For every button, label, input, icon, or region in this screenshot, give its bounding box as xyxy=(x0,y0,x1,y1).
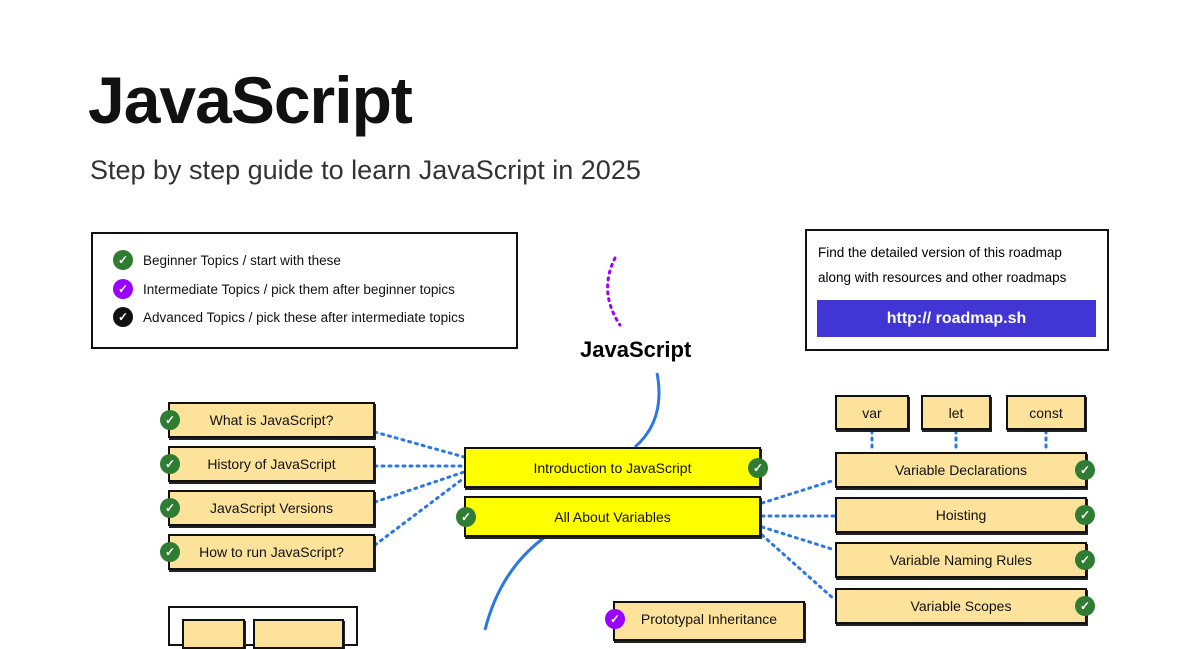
node-label: All About Variables xyxy=(554,508,671,525)
legend-box: ✓ Beginner Topics / start with these ✓ Int… xyxy=(91,232,518,349)
node-prototypal-inheritance[interactable]: ✓ Prototypal Inheritance xyxy=(605,601,805,641)
node-label: var xyxy=(862,404,882,421)
check-icon: ✓ xyxy=(160,498,180,518)
node-how-to-run[interactable]: ✓ How to run JavaScript? xyxy=(160,534,375,570)
node-partial[interactable] xyxy=(253,619,344,649)
node-variable-scopes[interactable]: Variable Scopes ✓ xyxy=(835,588,1095,624)
node-naming-rules[interactable]: Variable Naming Rules ✓ xyxy=(835,542,1095,578)
node-label: What is JavaScript? xyxy=(209,412,334,428)
node-label: Variable Declarations xyxy=(894,462,1028,478)
legend-advanced: ✓ Advanced Topics / pick these after inte… xyxy=(113,307,465,327)
roadmap-link-button[interactable]: http:// roadmap.sh xyxy=(817,300,1096,337)
legend-intermediate: ✓ Intermediate Topics / pick them after b… xyxy=(113,279,455,299)
node-label: const xyxy=(1029,404,1063,421)
check-icon: ✓ xyxy=(160,454,180,474)
node-partial[interactable] xyxy=(182,619,245,649)
page-subtitle: Step by step guide to learn JavaScript i… xyxy=(90,155,641,185)
node-what-is-javascript[interactable]: ✓ What is JavaScript? xyxy=(160,402,375,438)
node-label: Introduction to JavaScript xyxy=(533,459,692,476)
node-let[interactable]: let xyxy=(921,395,991,430)
check-icon: ✓ xyxy=(160,410,180,430)
check-icon: ✓ xyxy=(1075,596,1095,616)
check-icon: ✓ xyxy=(113,279,133,299)
legend-label: Advanced Topics / pick these after inter… xyxy=(143,309,465,325)
node-all-about-variables[interactable]: ✓ All About Variables xyxy=(456,496,761,537)
group-box xyxy=(168,606,358,649)
node-label: How to run JavaScript? xyxy=(199,544,344,560)
connectors xyxy=(373,256,1048,630)
node-label: Prototypal Inheritance xyxy=(640,611,778,627)
check-icon: ✓ xyxy=(748,457,768,478)
check-icon: ✓ xyxy=(1075,505,1095,525)
check-icon: ✓ xyxy=(160,542,180,562)
check-icon: ✓ xyxy=(605,609,625,629)
dotted-links xyxy=(373,429,1048,602)
node-label: Hoisting xyxy=(935,507,987,523)
node-label: History of JavaScript xyxy=(207,456,336,472)
purple-dotted-arc xyxy=(606,256,622,327)
node-label: let xyxy=(948,404,964,421)
node-introduction[interactable]: Introduction to JavaScript ✓ xyxy=(464,447,768,488)
check-icon: ✓ xyxy=(113,250,133,270)
check-icon: ✓ xyxy=(1075,460,1095,480)
blue-spine-bottom xyxy=(483,535,546,630)
legend-label: Beginner Topics / start with these xyxy=(143,252,341,268)
node-label: Variable Naming Rules xyxy=(889,552,1033,568)
promo-text-2: along with resources and other roadmaps xyxy=(818,270,1067,285)
check-icon: ✓ xyxy=(456,506,476,527)
node-versions[interactable]: ✓ JavaScript Versions xyxy=(160,490,375,526)
node-const[interactable]: const xyxy=(1006,395,1086,430)
root-node[interactable]: JavaScript xyxy=(580,337,692,362)
check-icon: ✓ xyxy=(1075,550,1095,570)
node-variable-declarations[interactable]: Variable Declarations ✓ xyxy=(835,452,1095,488)
blue-spine-top xyxy=(634,372,661,449)
page-title: JavaScript xyxy=(88,63,413,137)
node-label: JavaScript Versions xyxy=(210,500,333,516)
check-icon: ✓ xyxy=(113,307,133,327)
legend-beginner: ✓ Beginner Topics / start with these xyxy=(113,250,341,270)
promo-text-1: Find the detailed version of this roadma… xyxy=(818,245,1062,260)
legend-label: Intermediate Topics / pick them after be… xyxy=(143,281,455,297)
node-label: Variable Scopes xyxy=(910,598,1012,614)
node-history[interactable]: ✓ History of JavaScript xyxy=(160,446,375,482)
node-var[interactable]: var xyxy=(835,395,909,430)
node-hoisting[interactable]: Hoisting ✓ xyxy=(835,497,1095,533)
